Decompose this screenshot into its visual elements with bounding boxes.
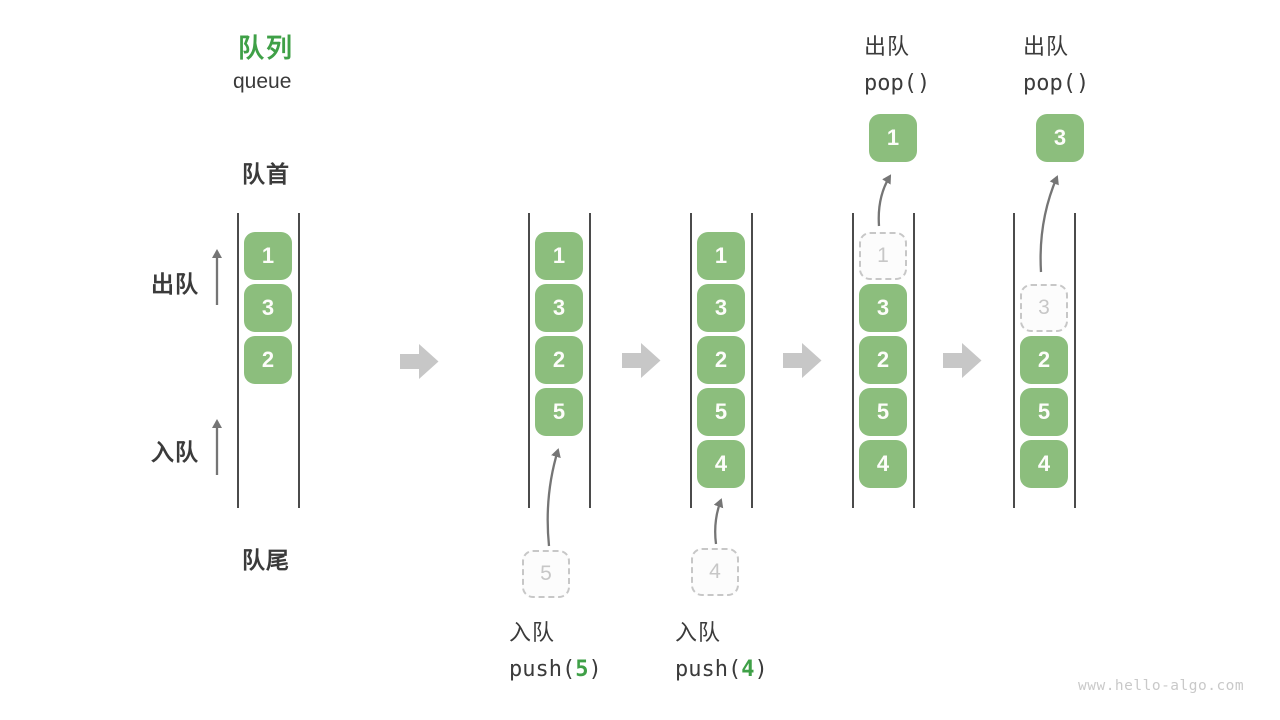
operation-call-code: push(4) (675, 651, 768, 688)
queue-cell: 2 (244, 336, 292, 384)
popped-cell: 1 (869, 114, 917, 162)
queue-wall-line (237, 213, 239, 508)
operation-call-code: push(5) (509, 651, 602, 688)
queue-cell: 3 (535, 284, 583, 332)
call-text: push( (675, 657, 742, 682)
next-state-block-arrow (783, 343, 822, 378)
queue-wall-line (1013, 213, 1015, 508)
push-5-arrow (546, 448, 561, 547)
queue-cell: 4 (697, 440, 745, 488)
diagram-title-zh: 队列 (238, 33, 295, 63)
diagram-title-en: queue (233, 70, 292, 93)
queue-cell: 5 (859, 388, 907, 436)
queue-cell: 5 (1020, 388, 1068, 436)
operation-label-zh: 入队 (675, 620, 722, 645)
queue-cell: 2 (697, 336, 745, 384)
call-text: pop() (864, 71, 931, 96)
next-state-block-arrow (943, 343, 982, 378)
incoming-cell-ghost: 5 (522, 550, 570, 598)
queue-wall-line (751, 213, 753, 508)
call-text: push( (509, 657, 576, 682)
queue-wall-line (913, 213, 915, 508)
next-state-block-arrow (622, 343, 661, 378)
pop-3-arrow (1039, 175, 1059, 273)
incoming-cell-ghost: 4 (691, 548, 739, 596)
pop-1-arrow (877, 174, 892, 227)
watermark-url: www.hello-algo.com (1078, 678, 1245, 694)
queue-cell: 4 (1020, 440, 1068, 488)
queue-cell: 2 (1020, 336, 1068, 384)
call-text: ) (588, 657, 602, 682)
next-state-block-arrow (400, 344, 439, 379)
operation-label-zh: 出队 (1023, 34, 1070, 59)
queue-cell: 3 (697, 284, 745, 332)
queue-cell: 1 (697, 232, 745, 280)
dequeued-slot-ghost: 1 (859, 232, 907, 280)
call-text: pop() (1023, 71, 1090, 96)
operation-label: 出队 pop() (864, 28, 930, 102)
queue-cell: 2 (535, 336, 583, 384)
queue-cell: 4 (859, 440, 907, 488)
queue-cell: 5 (697, 388, 745, 436)
queue-wall-line (1074, 213, 1076, 508)
call-argument: 5 (575, 657, 589, 682)
queue-cell: 5 (535, 388, 583, 436)
operation-label: 入队 push(4) (675, 614, 768, 688)
push-4-arrow (713, 498, 724, 545)
popped-cell: 3 (1036, 114, 1084, 162)
queue-wall-line (589, 213, 591, 508)
queue-cell: 1 (535, 232, 583, 280)
queue-wall-line (852, 213, 854, 508)
label-queue-rear: 队尾 (242, 547, 290, 573)
dequeued-slot-ghost: 3 (1020, 284, 1068, 332)
queue-cell: 1 (244, 232, 292, 280)
queue-cell: 3 (859, 284, 907, 332)
label-dequeue-direction: 出队 (151, 271, 199, 297)
queue-wall-line (298, 213, 300, 508)
operation-call-code: pop() (1023, 65, 1089, 102)
operation-label-zh: 出队 (864, 34, 911, 59)
operation-label: 出队 pop() (1023, 28, 1089, 102)
queue-wall-line (528, 213, 530, 508)
queue-wall-line (690, 213, 692, 508)
call-argument: 4 (741, 657, 755, 682)
label-queue-front: 队首 (242, 161, 290, 187)
operation-label: 入队 push(5) (509, 614, 602, 688)
operation-call-code: pop() (864, 65, 930, 102)
queue-cell: 2 (859, 336, 907, 384)
call-text: ) (754, 657, 768, 682)
operation-label-zh: 入队 (509, 620, 556, 645)
label-enqueue-direction: 入队 (151, 439, 199, 465)
queue-cell: 3 (244, 284, 292, 332)
